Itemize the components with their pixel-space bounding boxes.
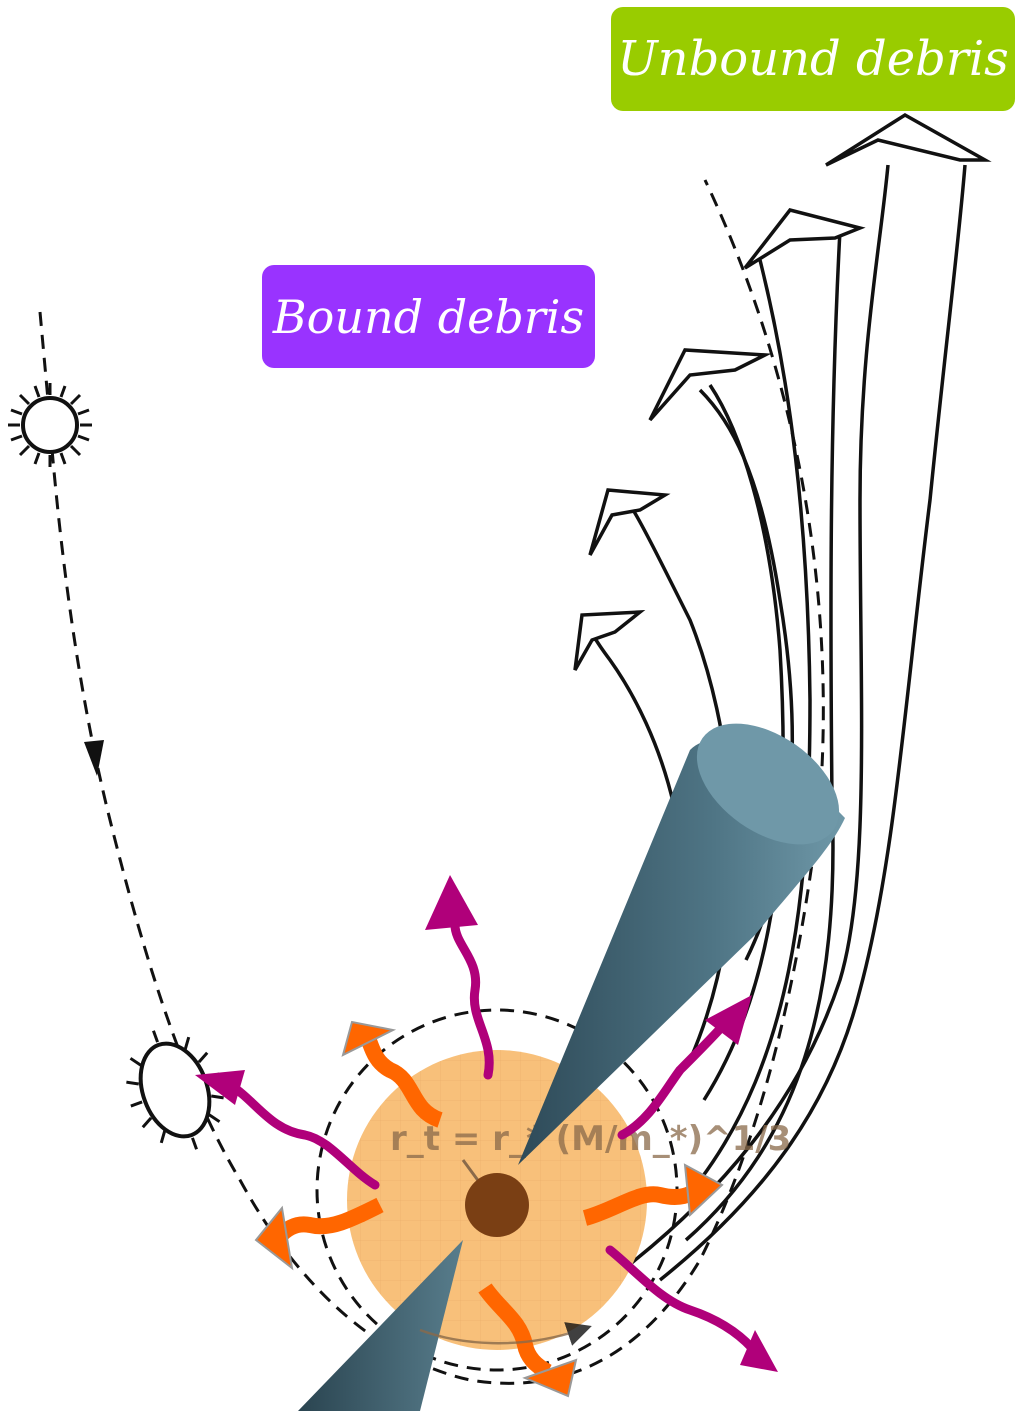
- star-icon: [8, 383, 92, 467]
- bound-debris-label: Bound debris: [262, 265, 595, 368]
- black-hole-icon: [465, 1173, 529, 1237]
- jet-cone-icon: [518, 699, 861, 1165]
- unbound-debris-label: Unbound debris: [611, 7, 1015, 111]
- debris-arrowheads: [575, 115, 985, 670]
- tidal-radius-formula: r_t = r_* (M/m_*)^1/3: [390, 1119, 791, 1159]
- trajectory-arrowhead: [84, 740, 104, 776]
